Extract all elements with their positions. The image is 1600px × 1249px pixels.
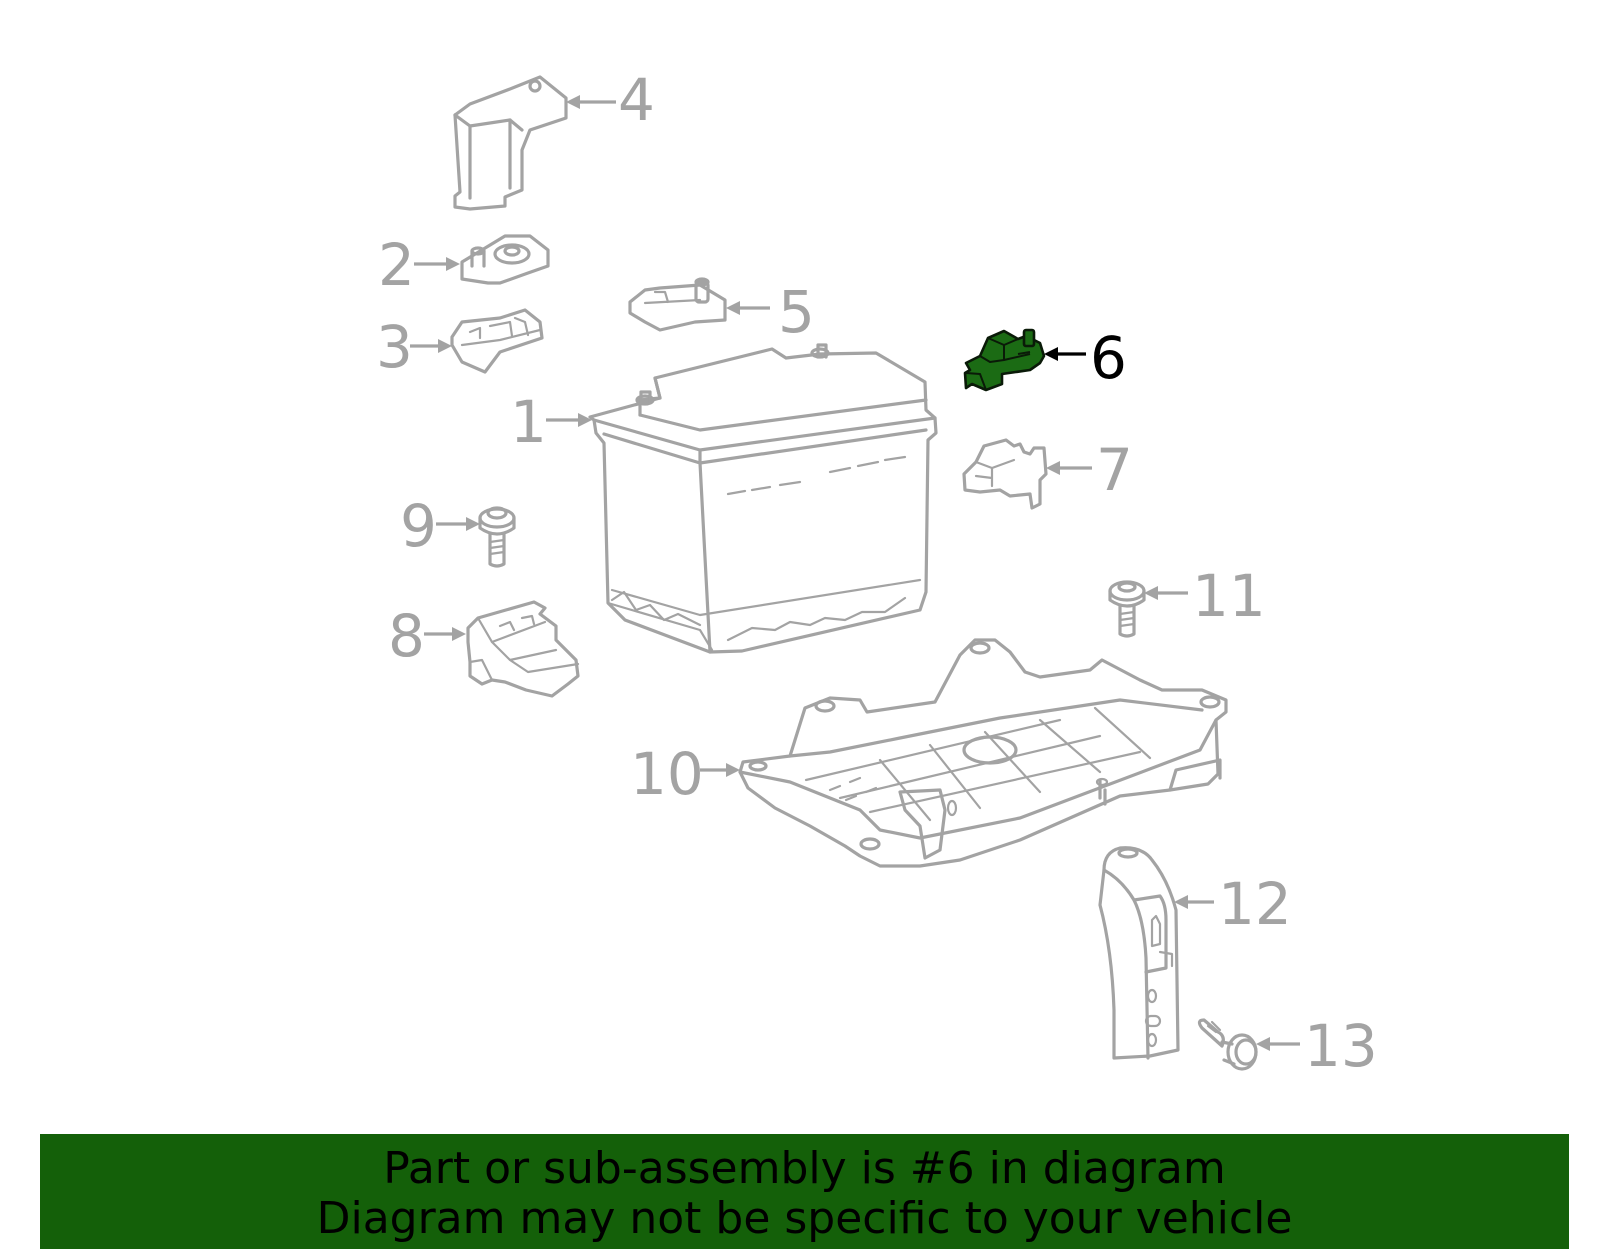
callout-5: 5 (726, 278, 815, 346)
part-10-battery-tray[interactable] (738, 638, 1228, 868)
banner-part-note: Part or sub-assembly is #6 in diagram (383, 1143, 1226, 1194)
part-6-highlighted-bracket[interactable] (963, 328, 1046, 392)
callout-10-label: 10 (630, 740, 704, 808)
callout-3-label: 3 (376, 313, 413, 381)
callout-9: 9 (400, 492, 480, 560)
part-3-terminal-clamp[interactable] (450, 308, 544, 374)
part-8-holder[interactable] (466, 600, 580, 698)
callout-11-label: 11 (1192, 562, 1266, 630)
callout-7: 7 (1046, 436, 1133, 504)
callout-11: 11 (1144, 562, 1266, 630)
callout-8-label: 8 (388, 602, 425, 670)
part-12-stay[interactable] (1098, 846, 1180, 1060)
part-4-terminal-cover[interactable] (453, 75, 568, 211)
callout-4: 4 (566, 66, 655, 134)
callout-2: 2 (378, 231, 460, 299)
part-7-bracket[interactable] (962, 438, 1048, 510)
banner-disclaimer: Diagram may not be specific to your vehi… (316, 1193, 1293, 1244)
callout-1-label: 1 (510, 388, 547, 456)
callout-12-label: 12 (1218, 870, 1292, 938)
callout-6: 6 (1044, 324, 1127, 392)
callout-13: 13 (1256, 1012, 1378, 1080)
info-banner: Part or sub-assembly is #6 in diagram Di… (40, 1134, 1569, 1249)
callout-2-label: 2 (378, 231, 415, 299)
callout-6-label: 6 (1090, 324, 1127, 392)
callout-7-label: 7 (1096, 436, 1133, 504)
callout-5-label: 5 (778, 278, 815, 346)
part-9-bolt[interactable] (478, 506, 516, 568)
callout-8: 8 (388, 602, 466, 670)
part-1-battery[interactable] (588, 343, 938, 654)
callout-10: 10 (630, 740, 740, 808)
callout-4-label: 4 (618, 66, 655, 134)
part-11-bolt[interactable] (1108, 580, 1146, 638)
part-5-terminal[interactable] (628, 277, 727, 332)
callout-3: 3 (376, 313, 452, 381)
callout-1: 1 (510, 388, 592, 456)
part-2-terminal-clamp[interactable] (460, 234, 550, 285)
part-13-bolt[interactable] (1197, 1018, 1258, 1071)
callout-13-label: 13 (1304, 1012, 1378, 1080)
callout-12: 12 (1174, 870, 1292, 938)
callout-9-label: 9 (400, 492, 437, 560)
